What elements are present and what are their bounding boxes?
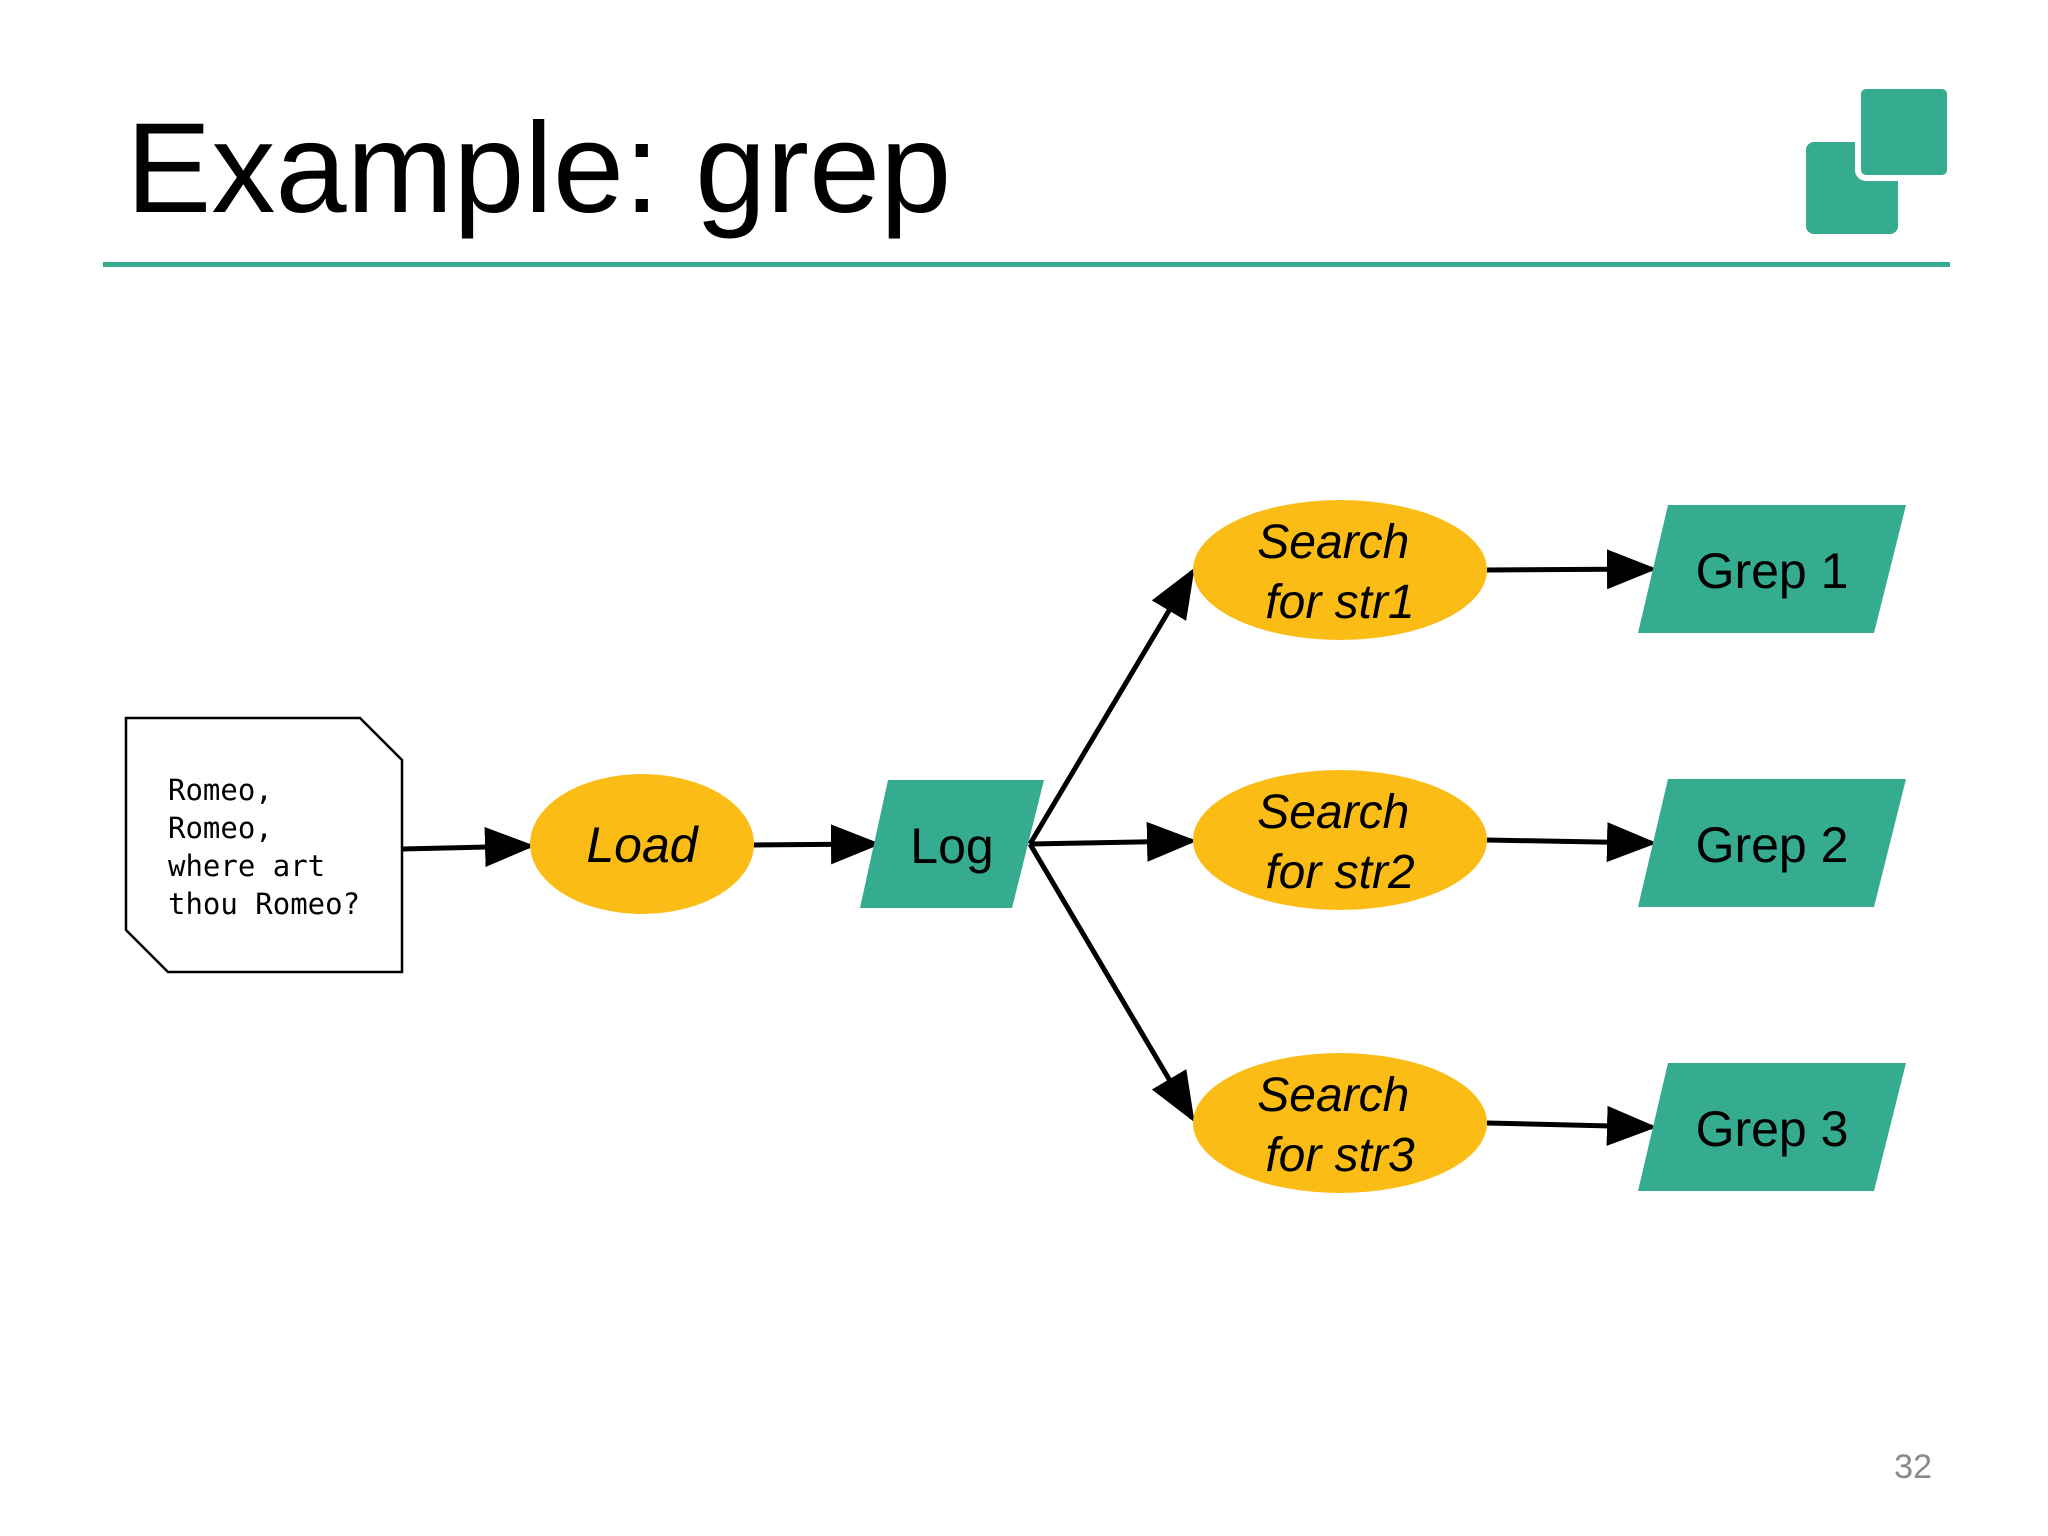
title-divider: [103, 262, 1950, 267]
search-1-label: Search for str1: [1257, 516, 1422, 629]
search-node-1: Search for str1: [1193, 500, 1487, 640]
search-2-line-1: Search: [1257, 786, 1409, 839]
grep-1-label: Grep 1: [1696, 543, 1849, 599]
document-shape: [124, 716, 404, 974]
log-label: Log: [910, 818, 993, 874]
slide-title: Example: grep: [126, 97, 952, 240]
document-line-3: where art: [168, 849, 325, 883]
search-1-line-2: for str1: [1265, 576, 1414, 629]
grep-output-2: Grep 2: [1638, 779, 1906, 907]
document-line-2: Romeo,: [168, 811, 273, 845]
document-line-4: thou Romeo?: [168, 887, 360, 921]
search-3-line-1: Search: [1257, 1069, 1409, 1122]
arrow-search-3-to-grep-3: [1486, 1105, 1657, 1146]
arrow-document-to-load: [401, 827, 535, 868]
search-node-2: Search for str2: [1193, 770, 1487, 910]
load-label: Load: [586, 817, 699, 873]
search-3-label: Search for str3: [1257, 1069, 1422, 1182]
search-1-line-1: Search: [1257, 516, 1409, 569]
grep-2-label: Grep 2: [1696, 817, 1849, 873]
page-number: 32: [1894, 1448, 1932, 1486]
document-text: Romeo, Romeo, where art thou Romeo?: [168, 773, 360, 921]
grep-output-1: Grep 1: [1638, 505, 1906, 633]
arrow-search-2-to-grep-2: [1486, 822, 1657, 863]
search-3-line-2: for str3: [1265, 1129, 1415, 1182]
search-2-label: Search for str2: [1257, 786, 1422, 899]
load-node: Load: [530, 774, 754, 914]
grep-output-3: Grep 3: [1638, 1063, 1906, 1191]
arrow-search-1-to-grep-1: [1486, 549, 1657, 590]
arrow-load-to-log: [752, 824, 881, 865]
connectors: [401, 549, 1657, 1146]
grep-3-label: Grep 3: [1696, 1101, 1849, 1157]
document-line-1: Romeo,: [168, 773, 273, 807]
arrow-log-to-search-2: [1029, 821, 1197, 862]
log-node: Log: [860, 780, 1044, 908]
arrow-log-to-search-3: [1027, 842, 1195, 1123]
search-node-3: Search for str3: [1193, 1053, 1487, 1193]
arrow-log-to-search-1: [1027, 567, 1195, 846]
search-2-line-2: for str2: [1265, 846, 1414, 899]
input-document: Romeo, Romeo, where art thou Romeo?: [124, 716, 404, 974]
